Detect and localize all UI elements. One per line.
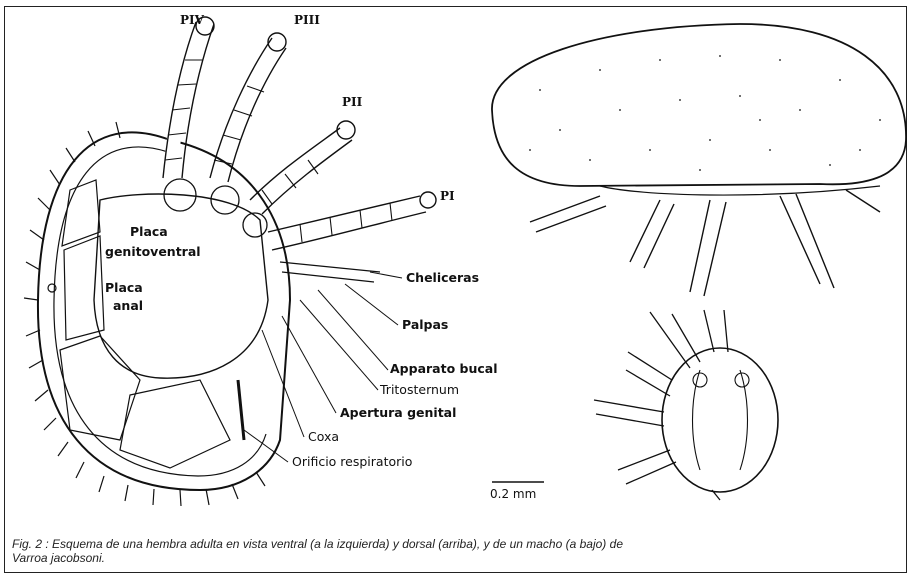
label-apparato-bucal: Apparato bucal (390, 361, 498, 376)
genitoventral-plate-label-2: genitoventral (105, 244, 201, 259)
figure-caption: Fig. 2 : Esquema de una hembra adulta en… (12, 537, 902, 565)
leg-label-piii: PIII (294, 13, 320, 27)
anal-plate-label-2: anal (113, 298, 143, 313)
caption-line-2: Varroa jacobsoni. (12, 551, 902, 565)
caption-line-1: Fig. 2 : Esquema de una hembra adulta en… (12, 537, 902, 551)
female-ventral-view (24, 17, 436, 506)
label-tritosternum: Tritosternum (379, 382, 459, 397)
male-view (594, 310, 778, 500)
female-dorsal-view (492, 24, 906, 296)
label-coxa: Coxa (308, 429, 339, 444)
label-orificio-respiratorio: Orificio respiratorio (292, 454, 412, 469)
label-apertura-genital: Apertura genital (340, 405, 456, 420)
genitoventral-plate-label-1: Placa (130, 224, 168, 239)
scale-bar-label: 0.2 mm (490, 487, 536, 501)
label-palpas: Palpas (402, 317, 448, 332)
anal-plate-label-1: Placa (105, 280, 143, 295)
label-cheliceras: Cheliceras (406, 270, 479, 285)
leg-label-pii: PII (342, 95, 363, 109)
leg-label-piv: PIV (180, 13, 205, 27)
leg-label-pi: PI (440, 189, 455, 203)
